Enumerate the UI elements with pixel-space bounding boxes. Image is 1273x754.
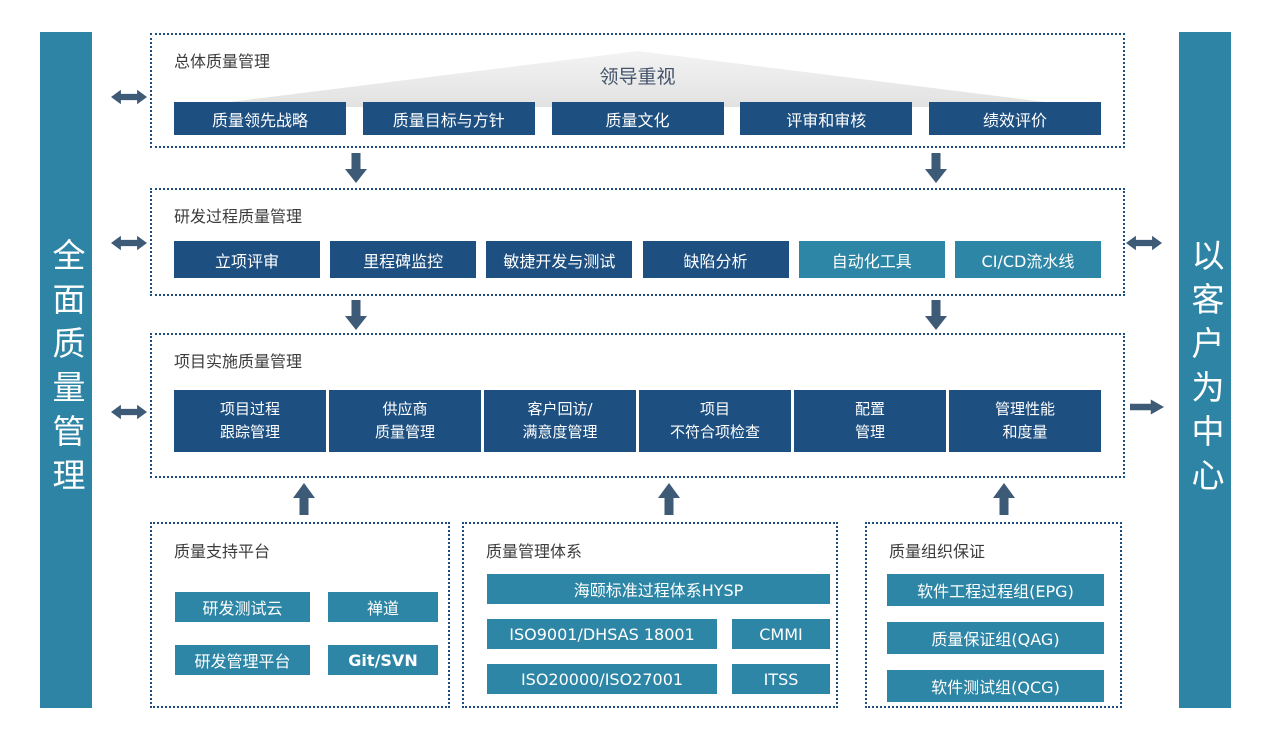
section-overall-quality-management: 总体质量管理 领导重视 质量领先战略 质量目标与方针 质量文化 评审和审核 绩效… xyxy=(150,33,1125,148)
item-qag-group: 质量保证组(QAG) xyxy=(887,622,1104,654)
double-horizontal-arrow-icon xyxy=(111,88,147,106)
left-bar-total-quality: 全面质量管理 xyxy=(40,32,92,708)
item-nonconformance-check: 项目 不符合项检查 xyxy=(639,390,791,452)
item-itss: ITSS xyxy=(732,664,830,694)
item-supplier-quality: 供应商 质量管理 xyxy=(329,390,481,452)
down-arrow-icon xyxy=(345,153,367,183)
right-bar-customer-centric: 以客户为中心 xyxy=(1179,32,1231,708)
item-iso20000-iso27001: ISO20000/ISO27001 xyxy=(487,664,717,694)
leadership-triangle-label: 领导重视 xyxy=(599,66,676,88)
up-arrow-icon xyxy=(293,483,315,515)
item-configuration-management: 配置 管理 xyxy=(794,390,946,452)
section-project-implementation-quality-management: 项目实施质量管理 项目过程 跟踪管理 供应商 质量管理 客户回访/ 满意度管理 … xyxy=(150,333,1125,478)
item-automation-tools: 自动化工具 xyxy=(798,241,945,278)
item-epg-group: 软件工程过程组(EPG) xyxy=(887,574,1104,606)
box-quality-management-system: 质量管理体系 海颐标准过程体系HYSP ISO9001/DHSAS 18001 … xyxy=(462,522,838,708)
double-horizontal-arrow-icon xyxy=(111,234,147,252)
item-rd-management-platform: 研发管理平台 xyxy=(175,645,310,675)
item-qcg-group: 软件测试组(QCG) xyxy=(887,670,1104,702)
box-title: 质量管理体系 xyxy=(486,542,583,561)
item-quality-culture: 质量文化 xyxy=(551,102,724,135)
box-title: 质量支持平台 xyxy=(174,542,271,561)
section-title: 总体质量管理 xyxy=(174,52,271,71)
right-bar-label: 以客户为中心 xyxy=(1186,238,1225,502)
item-quality-goals-policy: 质量目标与方针 xyxy=(362,102,535,135)
item-defect-analysis: 缺陷分析 xyxy=(642,241,789,278)
item-iso9001-dhsas18001: ISO9001/DHSAS 18001 xyxy=(487,619,717,649)
item-rd-test-cloud: 研发测试云 xyxy=(175,592,310,622)
item-git-svn: Git/SVN xyxy=(328,645,438,675)
box-title: 质量组织保证 xyxy=(889,542,986,561)
up-arrow-icon xyxy=(993,483,1015,515)
item-cmmi: CMMI xyxy=(732,619,830,649)
item-project-process-tracking: 项目过程 跟踪管理 xyxy=(174,390,326,452)
down-arrow-icon xyxy=(925,300,947,330)
section-title: 研发过程质量管理 xyxy=(174,207,303,226)
item-management-performance-measurement: 管理性能 和度量 xyxy=(949,390,1101,452)
item-customer-visit-satisfaction: 客户回访/ 满意度管理 xyxy=(484,390,636,452)
section-rd-process-quality-management: 研发过程质量管理 立项评审 里程碑监控 敏捷开发与测试 缺陷分析 自动化工具 C… xyxy=(150,188,1125,296)
item-agile-dev-test: 敏捷开发与测试 xyxy=(486,241,633,278)
down-arrow-icon xyxy=(345,300,367,330)
double-horizontal-arrow-icon xyxy=(111,403,147,421)
item-cicd-pipeline: CI/CD流水线 xyxy=(954,241,1101,278)
section-title: 项目实施质量管理 xyxy=(174,352,303,371)
box-quality-support-platform: 质量支持平台 研发测试云 禅道 研发管理平台 Git/SVN xyxy=(150,522,450,708)
item-project-approval-review: 立项评审 xyxy=(174,241,320,278)
right-arrow-icon xyxy=(1130,399,1164,415)
item-review-audit: 评审和审核 xyxy=(740,102,913,135)
item-zentao: 禅道 xyxy=(328,592,438,622)
item-performance-evaluation: 绩效评价 xyxy=(929,102,1101,135)
left-bar-label: 全面质量管理 xyxy=(47,238,86,502)
item-milestone-monitoring: 里程碑监控 xyxy=(330,241,477,278)
double-horizontal-arrow-icon xyxy=(1126,234,1162,252)
up-arrow-icon xyxy=(658,483,680,515)
item-hysp-standard-process: 海颐标准过程体系HYSP xyxy=(487,574,830,604)
down-arrow-icon xyxy=(925,153,947,183)
box-quality-organization-assurance: 质量组织保证 软件工程过程组(EPG) 质量保证组(QAG) 软件测试组(QCG… xyxy=(865,522,1122,708)
item-quality-leading-strategy: 质量领先战略 xyxy=(174,102,346,135)
